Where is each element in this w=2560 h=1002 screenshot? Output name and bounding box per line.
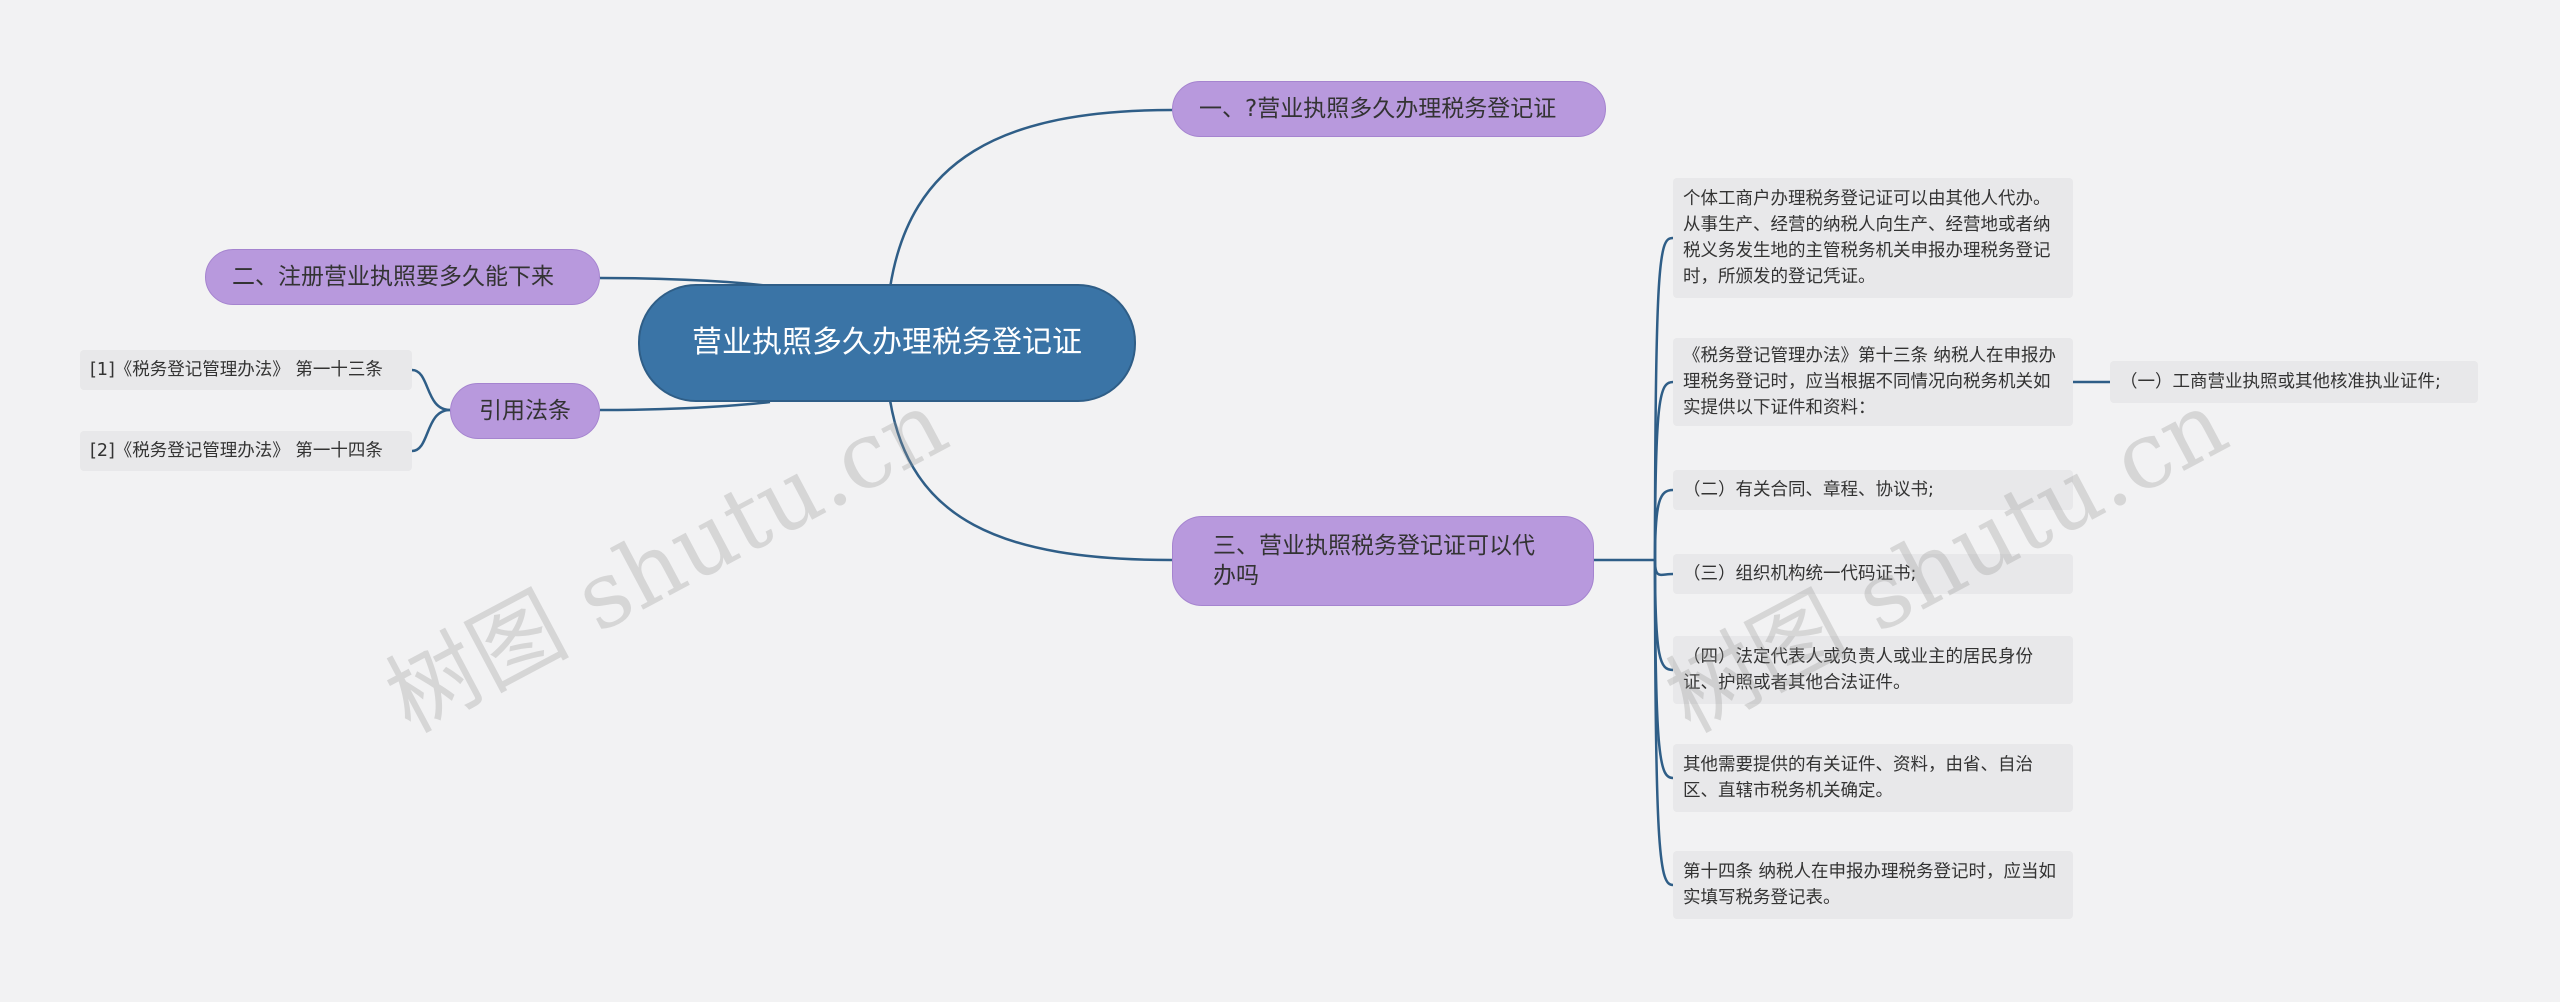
citation-2-text: [2]《税务登记管理办法》 第一十四条: [90, 441, 383, 461]
detail-1[interactable]: 个体工商户办理税务登记证可以由其他人代办。从事生产、经营的纳税人向生产、经营地或…: [1673, 178, 2073, 298]
branch-q1-label: 一、?营业执照多久办理税务登记证: [1199, 96, 1557, 122]
detail-7-text: 第十四条 纳税人在申报办理税务登记时，应当如实填写税务登记表。: [1683, 862, 2057, 908]
link-root-q3: [888, 399, 1173, 562]
citation-2[interactable]: [2]《税务登记管理办法》 第一十四条: [80, 431, 412, 471]
link-q3-d4: [1653, 559, 1674, 577]
branch-cite-label: 引用法条: [479, 398, 571, 424]
branch-q3-label: 三、营业执照税务登记证可以代办吗: [1213, 533, 1535, 589]
detail-7[interactable]: 第十四条 纳税人在申报办理税务登记时，应当如实填写税务登记表。: [1673, 851, 2073, 919]
link-q3-d3: [1653, 488, 1674, 561]
branch-cite[interactable]: 引用法条: [450, 383, 600, 439]
detail-3[interactable]: （二）有关合同、章程、协议书;: [1673, 470, 2073, 510]
detail-6-text: 其他需要提供的有关证件、资料，由省、自治区、直辖市税务机关确定。: [1683, 755, 2033, 801]
link-root-q1: [888, 108, 1173, 289]
link-cite-c1: [411, 368, 451, 412]
detail-2-text: 《税务登记管理办法》第十三条 纳税人在申报办理税务登记时，应当根据不同情况向税务…: [1683, 346, 2057, 418]
detail-4[interactable]: （三）组织机构统一代码证书;: [1673, 554, 2073, 594]
detail-2[interactable]: 《税务登记管理办法》第十三条 纳税人在申报办理税务登记时，应当根据不同情况向税务…: [1673, 338, 2073, 426]
branch-q2[interactable]: 二、注册营业执照要多久能下来: [205, 249, 600, 305]
link-q3-d5: [1653, 559, 1674, 672]
detail-3-text: （二）有关合同、章程、协议书;: [1683, 480, 1934, 500]
branch-q2-label: 二、注册营业执照要多久能下来: [232, 264, 554, 290]
sub-detail-text: （一）工商营业执照或其他核准执业证件;: [2120, 372, 2441, 392]
detail-6[interactable]: 其他需要提供的有关证件、资料，由省、自治区、直辖市税务机关确定。: [1673, 744, 2073, 812]
detail-5[interactable]: （四）法定代表人或负责人或业主的居民身份证、护照或者其他合法证件。: [1673, 636, 2073, 704]
link-root-cite: [599, 400, 771, 412]
detail-4-text: （三）组织机构统一代码证书;: [1683, 564, 1917, 584]
sub-detail[interactable]: （一）工商营业执照或其他核准执业证件;: [2110, 361, 2478, 403]
link-cite-c2: [411, 408, 451, 453]
citation-1[interactable]: [1]《税务登记管理办法》 第一十三条: [80, 350, 412, 390]
branch-q3[interactable]: 三、营业执照税务登记证可以代办吗: [1172, 516, 1594, 606]
link-q3-d2: [1653, 380, 1674, 561]
detail-1-text: 个体工商户办理税务登记证可以由其他人代办。从事生产、经营的纳税人向生产、经营地或…: [1683, 189, 2051, 287]
detail-5-text: （四）法定代表人或负责人或业主的居民身份证、护照或者其他合法证件。: [1683, 647, 2033, 693]
branch-q1[interactable]: 一、?营业执照多久办理税务登记证: [1172, 81, 1606, 137]
root-topic-label: 营业执照多久办理税务登记证: [692, 325, 1082, 360]
citation-1-text: [1]《税务登记管理办法》 第一十三条: [90, 360, 383, 380]
root-topic[interactable]: 营业执照多久办理税务登记证: [638, 284, 1136, 402]
link-q3-d7: [1653, 559, 1674, 887]
